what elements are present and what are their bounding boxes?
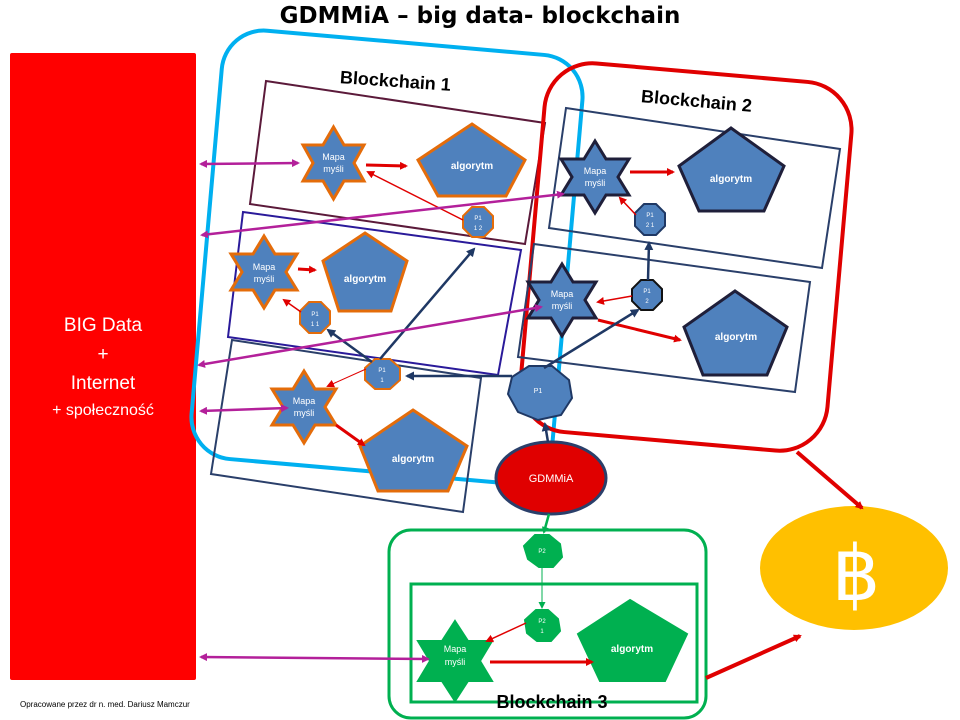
algorithm-2a-pentagon: algorytm (677, 126, 786, 213)
algorithm-1a-pentagon: algorytm (416, 122, 527, 198)
arrow-blockchain3-to-bitcoin (705, 634, 802, 680)
big-data-label: BIG Data (63, 315, 143, 336)
node-p12-label-2: 2 (645, 299, 649, 305)
link-bigdata-mindmap-1a (199, 159, 300, 168)
arrow-p12-to-mindmap-2b (596, 295, 633, 305)
link-bigdata-mindmap-3 (199, 653, 430, 663)
mindmap-1c-label-2: myśli (294, 408, 315, 418)
mindmap-1b-label-2: myśli (254, 274, 275, 284)
node-p11-label-2: 1 (380, 378, 384, 384)
node-p2-label: P2 (538, 549, 546, 555)
bitcoin-node: ฿ (760, 506, 948, 630)
internet-label: Internet (70, 373, 136, 394)
link-bigdata-mindmap-2b (197, 304, 543, 368)
mindmap-1a-star: Mapa myśli (300, 124, 367, 202)
arrow-gdmmia-to-p2 (541, 513, 551, 534)
link-bigdata-mindmap-2a (200, 190, 565, 239)
mindmap-1c-star: Mapa myśli (269, 368, 339, 446)
node-p112-label-2: 1 2 (474, 226, 483, 232)
node-p121: P1 2 1 (634, 203, 666, 236)
arrow-p1-to-p12 (543, 308, 640, 370)
node-p21: P2 1 (523, 609, 562, 642)
algorithm-1c-label: algorytm (392, 454, 434, 465)
algorithm-1b-label: algorytm (344, 274, 386, 285)
node-p111: P1 1 1 (299, 301, 331, 334)
arrow-p121-to-mindmap-2a (618, 196, 637, 216)
node-p112: P1 1 2 (462, 206, 494, 238)
algorithm-1c-pentagon: algorytm (358, 408, 469, 493)
arrow-p111-to-mindmap-1b (282, 298, 302, 313)
gdmmia-node: GDMMiA (494, 440, 608, 516)
algorithm-3-label: algorytm (611, 644, 653, 655)
credit-note: Opracowane przez dr n. med. Dariusz Mamc… (20, 700, 190, 709)
mindmap-2a-label-1: Mapa (584, 166, 607, 176)
mindmap-2b-label-2: myśli (552, 301, 573, 311)
blockchain1-title: Blockchain 1 (339, 67, 451, 95)
arrow-mindmap-1b-to-algo (297, 265, 317, 274)
mindmap-3-label-1: Mapa (444, 644, 467, 654)
node-p11-label-1: P1 (378, 368, 386, 374)
arrow-mindmap-1c-to-algo (335, 423, 366, 447)
node-p12-label-1: P1 (643, 289, 651, 295)
mindmap-2a-label-2: myśli (585, 178, 606, 188)
algorithm-3-pentagon: algorytm (576, 598, 689, 682)
mindmap-2b-label-1: Mapa (551, 289, 574, 299)
node-p1-label: P1 (534, 388, 543, 395)
mindmap-1b-star: Mapa myśli (228, 233, 300, 311)
node-p111-label-2: 1 1 (311, 322, 320, 328)
arrow-blockchain2-to-bitcoin (795, 450, 864, 510)
node-p121-label-2: 2 1 (646, 223, 655, 229)
page-title: GDMMiA – big data- blockchain (279, 3, 681, 29)
block3-frame (409, 582, 699, 704)
algorithm-1a-label: algorytm (451, 161, 493, 172)
algorithm-2b-pentagon: algorytm (682, 289, 789, 377)
node-p21-label-2: 1 (540, 629, 544, 635)
node-p112-label-1: P1 (474, 216, 482, 222)
big-data-box: BIG Data + Internet + społeczność (10, 53, 196, 680)
mindmap-1a-label-2: myśli (323, 164, 344, 174)
arrow-mindmap-1a-to-algo (365, 161, 408, 170)
algorithm-1b-pentagon: algorytm (321, 231, 409, 313)
node-p2: P2 (522, 534, 564, 568)
mindmap-3-label-2: myśli (445, 657, 466, 667)
blockchain3-title: Blockchain 3 (496, 692, 607, 712)
mindmap-2b-star: Mapa myśli (525, 261, 599, 339)
gdmmia-label: GDMMiA (529, 473, 574, 485)
arrow-mindmap-2b-to-algo (597, 318, 682, 343)
mindmap-1c-label-1: Mapa (293, 396, 316, 406)
blockchain2-container (518, 61, 854, 453)
node-p121-label-1: P1 (646, 213, 654, 219)
plus-label-1: + (97, 344, 109, 365)
node-p1: P1 (506, 365, 574, 422)
link-bigdata-mindmap-1c (199, 404, 289, 415)
mindmap-1b-label-1: Mapa (253, 262, 276, 272)
node-p21-label-1: P2 (538, 619, 546, 625)
algorithm-2b-label: algorytm (715, 332, 757, 343)
blockchain2-title: Blockchain 2 (640, 86, 752, 116)
mindmap-2a-star: Mapa myśli (558, 138, 632, 216)
block2a-frame (547, 106, 842, 270)
arrow-p21-to-mindmap-3 (485, 622, 527, 643)
arrow-gdmmia-to-p1 (541, 422, 551, 443)
algorithm-2a-label: algorytm (710, 174, 752, 185)
arrow-p11-to-mindmap-1c (326, 368, 367, 388)
mindmap-3-star: Mapa myśli (416, 619, 494, 703)
node-p11: P1 1 (364, 358, 401, 390)
bitcoin-icon: ฿ (832, 532, 880, 617)
arrow-p12-to-p121 (644, 241, 654, 281)
node-p12: P1 2 (631, 279, 663, 311)
community-label: + społeczność (52, 402, 154, 419)
node-p111-label-1: P1 (311, 312, 319, 318)
mindmap-1a-label-1: Mapa (322, 152, 345, 162)
